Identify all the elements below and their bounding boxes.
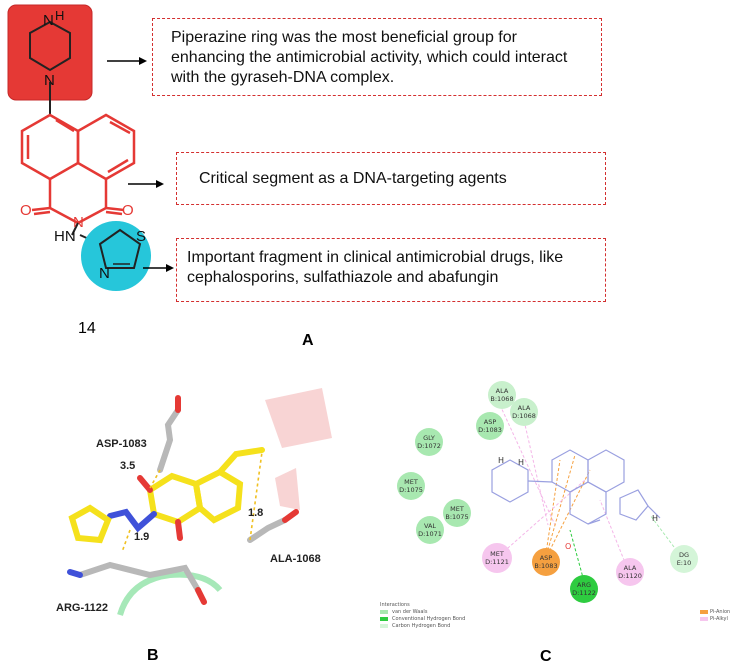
legend-title: Interactions: [380, 602, 410, 608]
residue-bubble-met-d1075: MET D:1075: [397, 472, 425, 500]
residue-bubble-asp-b1083: ASP B:1083: [532, 548, 560, 576]
distance-label: 1.9: [134, 531, 150, 543]
atom-label-n-thiazole: N: [99, 265, 110, 282]
legend-item: [700, 610, 708, 614]
atom-tips: [67, 395, 299, 605]
protein-side-chains: [77, 407, 288, 593]
legend-item: [380, 610, 388, 614]
panel-label-c: C: [540, 648, 552, 665]
hydrazide-bond: [71, 222, 79, 236]
compound-14-structure: [7, 4, 151, 291]
receptor-fragment: [275, 468, 300, 510]
ring-atom-h: H: [652, 514, 659, 523]
ring-atom-h: H: [498, 456, 505, 465]
legend-item-label: Pi-Alkyl: [710, 616, 728, 622]
piperazine-ring: [29, 20, 71, 72]
residue-bubble-dg-e10: DG E:10: [670, 545, 698, 573]
legend-item-label: Pi-Anion: [710, 609, 731, 615]
legend-item-label: van der Waals: [392, 609, 428, 615]
residue-label-arg1122: ARG-1122: [56, 602, 108, 614]
interaction-lines: [499, 404, 681, 586]
atom-label-h: H: [55, 8, 65, 23]
annotation-arrows: [107, 57, 174, 272]
interaction-2d: [491, 404, 681, 586]
ring-atom-h: H: [518, 458, 525, 467]
residue-bubble-gly-d1072: GLY D:1072: [415, 428, 443, 456]
ring-atom-o: O: [565, 542, 572, 551]
ligand-2d: [491, 449, 661, 525]
atom-label-n-imide: N: [73, 214, 84, 231]
residue-label-asp1083: ASP-1083: [96, 438, 147, 450]
residue-bubble-ala-d1120: ALA D:1120: [616, 558, 644, 586]
atom-label-nh: N: [43, 12, 54, 29]
legend-item: [380, 624, 388, 628]
thiazole-ring: [98, 228, 142, 269]
hbond-dashes: [121, 451, 263, 553]
residue-bubble-met-b1075: MET B:1075: [443, 499, 471, 527]
residue-bubble-ala-b1068: ALA B:1068: [488, 381, 516, 409]
note-naphthalimide: Critical segment as a DNA-targeting agen…: [176, 152, 606, 205]
legend-item-label: Carbon Hydrogen Bond: [392, 623, 451, 629]
note-piperazine: Piperazine ring was the most beneficial …: [152, 18, 602, 96]
residue-bubble-ala-d1068: ALA D:1068: [510, 398, 538, 426]
atom-label-n-lower: N: [44, 72, 55, 89]
residue-bubble-met-d1121: MET D:1121: [482, 543, 512, 573]
residue-bubble-val-d1071: VAL D:1071: [416, 516, 444, 544]
legend-item-label: Conventional Hydrogen Bond: [392, 616, 466, 622]
residue-bubble-asp-d1083: ASP D:1083: [476, 412, 504, 440]
docking-pose-3d: [67, 388, 332, 616]
legend-item: [380, 617, 388, 621]
panel-label-a: A: [302, 332, 314, 349]
residue-bubble-arg-d1122: ARG D:1122: [570, 575, 598, 603]
compound-number: 14: [78, 320, 96, 337]
naphthalimide-core: [20, 113, 136, 225]
protein-ribbon: [117, 571, 223, 616]
legend-item: [700, 617, 708, 621]
receptor-fragment: [265, 388, 332, 448]
panel-label-b: B: [147, 647, 159, 664]
atom-label-o-right: O: [122, 202, 134, 219]
note-thiazole: Important fragment in clinical antimicro…: [176, 238, 606, 302]
distance-label: 1.8: [248, 507, 264, 519]
distance-label: 3.5: [120, 460, 136, 472]
ligand-sticks: [68, 447, 265, 544]
residue-label-ala1068: ALA-1068: [270, 553, 321, 565]
atom-label-hn: HN: [54, 228, 76, 245]
atom-label-o-left: O: [20, 202, 32, 219]
atom-label-s: S: [136, 228, 147, 245]
